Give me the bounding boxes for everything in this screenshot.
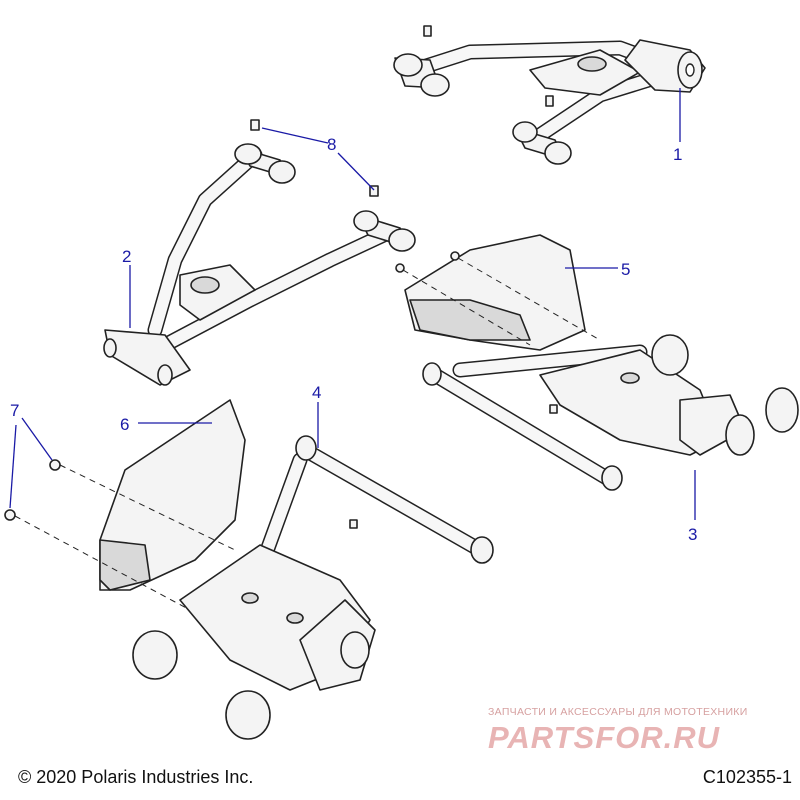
callout-8: 8 — [327, 135, 336, 154]
callout-7: 7 — [10, 401, 19, 420]
part-6-skid-guard-left — [99, 399, 246, 591]
leader-lines — [9, 88, 696, 520]
callout-4: 4 — [312, 383, 321, 402]
part-8-grease-fittings — [250, 119, 379, 197]
watermark-logo: PARTSFOR.RU — [488, 720, 721, 755]
assembly-lines — [14, 257, 601, 611]
part-4-lower-a-arm-left — [132, 435, 494, 740]
copyright-text: © 2020 Polaris Industries Inc. — [18, 767, 254, 787]
callouts: 1 2 3 4 5 6 7 8 — [10, 135, 697, 544]
callout-3: 3 — [688, 525, 697, 544]
part-5-skid-guard-right — [395, 234, 586, 351]
watermark-subtitle: ЗАПЧАСТИ И АКСЕССУАРЫ ДЛЯ МОТОТЕХНИКИ — [488, 706, 748, 718]
drawing-id: C102355-1 — [702, 767, 792, 787]
callout-5: 5 — [621, 260, 630, 279]
callout-1: 1 — [673, 145, 682, 164]
part-1-upper-a-arm-right — [393, 25, 706, 165]
callout-2: 2 — [122, 247, 131, 266]
part-3-lower-a-arm-right — [422, 334, 799, 491]
callout-6: 6 — [120, 415, 129, 434]
part-2-upper-a-arm-left — [103, 143, 416, 386]
